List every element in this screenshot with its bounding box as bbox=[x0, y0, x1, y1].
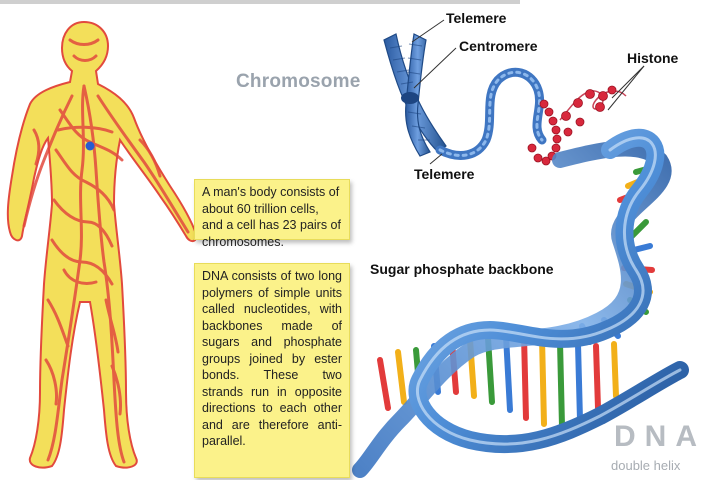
centromere-knot bbox=[401, 92, 419, 104]
heart-dot bbox=[86, 142, 95, 151]
cropped-top-text bbox=[0, 0, 520, 4]
base-pair-rung bbox=[614, 344, 616, 396]
base-pair-rung bbox=[578, 344, 580, 420]
cells-info-note: A man's body consists of about 60 trilli… bbox=[194, 179, 350, 240]
dna-info-note: DNA consists of two long polymers of sim… bbox=[194, 263, 350, 478]
sugar-phosphate-backbone-label: Sugar phosphate backbone bbox=[370, 261, 554, 277]
chromosome-label: Chromosome bbox=[236, 71, 360, 93]
telemere-top-label: Telemere bbox=[446, 10, 506, 26]
base-pair-rung bbox=[398, 352, 404, 402]
base-pair-rung bbox=[560, 342, 562, 426]
histone-beads bbox=[562, 86, 617, 136]
helix-strand-front bbox=[417, 138, 680, 444]
base-pair-rung bbox=[524, 336, 526, 418]
dna-subtitle: double helix bbox=[611, 458, 680, 473]
histone-label: Histone bbox=[627, 50, 678, 66]
human-body-figure bbox=[8, 22, 196, 468]
telemere-bottom-label: Telemere bbox=[414, 166, 474, 182]
dna-title: DNA bbox=[614, 420, 703, 454]
centromere-label: Centromere bbox=[459, 38, 538, 54]
base-pair-rung bbox=[380, 360, 388, 408]
base-pair-rung bbox=[596, 346, 598, 408]
base-pair-rung bbox=[542, 338, 544, 424]
